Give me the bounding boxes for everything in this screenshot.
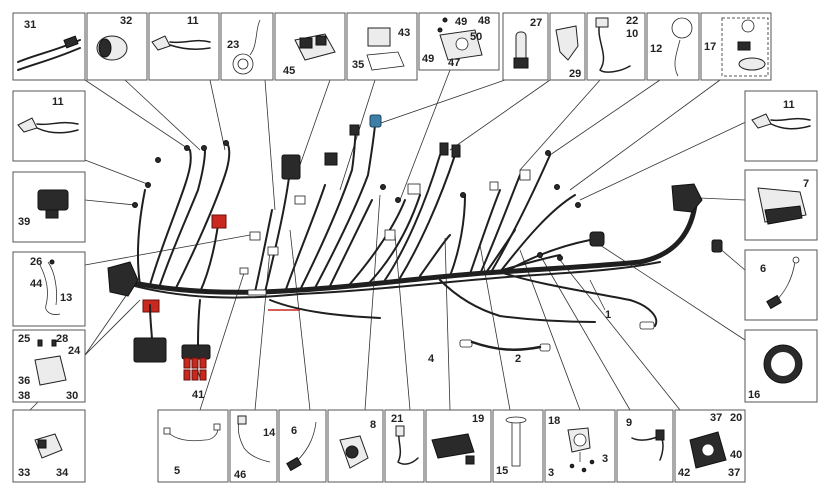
main-harness: [117, 124, 698, 327]
callout-45: 45: [283, 65, 295, 77]
callout-27: 27: [530, 17, 542, 29]
callout-28: 28: [56, 333, 68, 345]
callout-36: 36: [18, 375, 30, 387]
callout-37-bottom: 37: [728, 467, 740, 479]
callout-19: 19: [472, 413, 484, 425]
callout-11-left: 11: [52, 96, 64, 108]
callout-49-top: 49: [455, 16, 467, 28]
box-part-31: 31: [12, 12, 86, 81]
callout-16: 16: [748, 389, 760, 401]
callout-14: 14: [263, 427, 276, 439]
box-part-12: 12: [646, 12, 700, 81]
box-part-20-42: 37 20 40 42 37: [674, 409, 746, 483]
box-part-26-44-13: 26 44 13: [12, 251, 86, 327]
box-part-19: 19: [425, 409, 492, 483]
box-part-15: 15: [492, 409, 544, 483]
callout-34: 34: [56, 467, 69, 479]
relay-fuse-block: [133, 299, 211, 381]
box-part-45: 45: [274, 12, 346, 81]
callout-30: 30: [66, 390, 78, 402]
box-part-11-top: 11: [148, 12, 220, 81]
callout-31: 31: [24, 19, 36, 31]
box-part-6-right: 6: [744, 249, 818, 321]
callout-7: 7: [803, 178, 809, 190]
callout-49-bottom: 49: [422, 53, 434, 65]
callout-26: 26: [30, 256, 42, 268]
callout-11-top: 11: [187, 15, 199, 27]
callout-24: 24: [68, 345, 81, 357]
box-part-9: 9: [616, 409, 674, 483]
box-part-11-left: 11: [12, 90, 86, 162]
box-part-21: 21: [384, 409, 425, 483]
callout-3-left: 3: [548, 467, 554, 479]
callout-20: 20: [730, 412, 742, 424]
box-part-23: 23: [220, 12, 274, 81]
callout-25: 25: [18, 333, 30, 345]
box-part-8: 8: [327, 409, 384, 483]
free-callouts: 1 4 2 41: [192, 309, 611, 401]
callout-17: 17: [704, 41, 716, 53]
callout-33: 33: [18, 467, 30, 479]
callout-6-bottom: 6: [291, 425, 297, 437]
harness-connectors: [107, 114, 723, 352]
callout-39: 39: [18, 216, 30, 228]
callout-40: 40: [730, 449, 742, 461]
callout-11-right: 11: [783, 99, 795, 111]
callout-37-top: 37: [710, 412, 722, 424]
box-part-32: 32: [86, 12, 148, 81]
callout-50: 50: [470, 31, 482, 43]
callout-21: 21: [391, 413, 403, 425]
callout-2: 2: [515, 353, 521, 365]
box-part-22-10: 22 10: [586, 12, 646, 81]
box-part-7: 7: [744, 169, 818, 241]
callout-42: 42: [678, 467, 690, 479]
callout-5: 5: [174, 465, 180, 477]
box-part-17: 17: [700, 12, 772, 81]
callout-32: 32: [120, 15, 132, 27]
box-part-6-bottom: 6: [278, 409, 327, 483]
callout-18: 18: [548, 415, 560, 427]
callout-46: 46: [234, 469, 246, 481]
box-part-11-right: 11: [744, 90, 818, 162]
callout-35: 35: [352, 59, 364, 71]
box-part-33-34: 33 34: [12, 409, 86, 483]
callout-15: 15: [496, 465, 508, 477]
callout-12: 12: [650, 43, 662, 55]
callout-44: 44: [30, 278, 43, 290]
callout-23: 23: [227, 39, 239, 51]
box-part-27: 27: [502, 12, 549, 81]
callout-8: 8: [370, 419, 376, 431]
box-part-5: 5: [157, 409, 229, 483]
callout-3-right: 3: [602, 453, 608, 465]
callout-22: 22: [626, 15, 638, 27]
callout-10: 10: [626, 28, 638, 40]
box-part-29: 29: [549, 12, 586, 81]
box-part-16: 16: [744, 329, 818, 403]
callout-48: 48: [478, 15, 490, 27]
callout-41: 41: [192, 389, 204, 401]
box-part-35-43: 43 35: [346, 12, 418, 81]
callout-4: 4: [428, 353, 435, 365]
callout-43: 43: [398, 27, 410, 39]
callout-1: 1: [605, 309, 611, 321]
callout-13: 13: [60, 292, 72, 304]
callout-9: 9: [626, 417, 632, 429]
callout-29: 29: [569, 68, 581, 80]
callout-38: 38: [18, 390, 30, 402]
box-part-24-38: 25 28 24 36 38 30: [12, 329, 86, 403]
box-part-39: 39: [12, 171, 86, 243]
box-part-14-46: 14 46: [229, 409, 278, 483]
callout-47: 47: [448, 57, 460, 69]
box-part-47-50: 49 48 50 49 47: [418, 12, 500, 71]
callout-6-right: 6: [760, 263, 766, 275]
box-part-18-3: 18 3 3: [544, 409, 616, 483]
